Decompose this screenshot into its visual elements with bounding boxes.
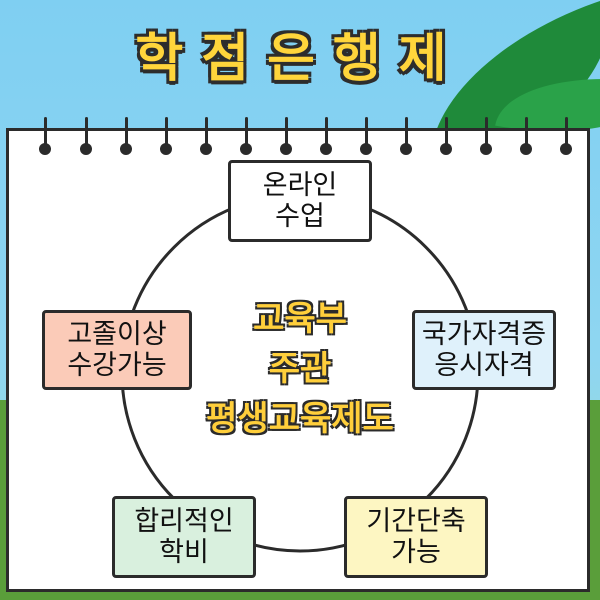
ring <box>520 117 532 155</box>
box-online-line2: 수업 <box>275 201 325 232</box>
page-title: 학점은행제 <box>0 4 600 90</box>
box-tuition-line2: 학비 <box>159 537 209 568</box>
ring <box>400 117 412 155</box>
center-line1: 교육부 <box>253 299 347 339</box>
ring <box>80 117 92 155</box>
ring <box>280 117 292 155</box>
box-online-class: 온라인 수업 <box>228 160 372 242</box>
box-duration: 기간단축 가능 <box>344 496 488 578</box>
ring <box>480 117 492 155</box>
ring <box>360 117 372 155</box>
title-text: 학점은행제 <box>135 29 465 89</box>
box-tuition: 합리적인 학비 <box>112 496 256 578</box>
ring <box>440 117 452 155</box>
ring <box>160 117 172 155</box>
center-line3: 평생교육제도 <box>206 399 394 439</box>
ring <box>240 117 252 155</box>
center-caption: 교육부 주관 평생교육제도 <box>180 294 420 444</box>
ring <box>120 117 132 155</box>
box-eligibility-line2: 수강가능 <box>67 350 167 381</box>
ring <box>200 117 212 155</box>
box-certificate: 국가자격증 응시자격 <box>412 310 556 390</box>
box-certificate-line1: 국가자격증 <box>421 319 547 350</box>
box-eligibility: 고졸이상 수강가능 <box>42 310 192 390</box>
box-tuition-line1: 합리적인 <box>134 506 234 537</box>
box-duration-line1: 기간단축 <box>366 506 466 537</box>
ring <box>320 117 332 155</box>
box-online-line1: 온라인 <box>262 170 338 201</box>
ring <box>39 117 51 155</box>
box-certificate-line2: 응시자격 <box>434 350 534 381</box>
ring <box>560 117 572 155</box>
center-line2: 주관 <box>268 349 332 389</box>
box-eligibility-line1: 고졸이상 <box>67 319 167 350</box>
box-duration-line2: 가능 <box>391 537 441 568</box>
